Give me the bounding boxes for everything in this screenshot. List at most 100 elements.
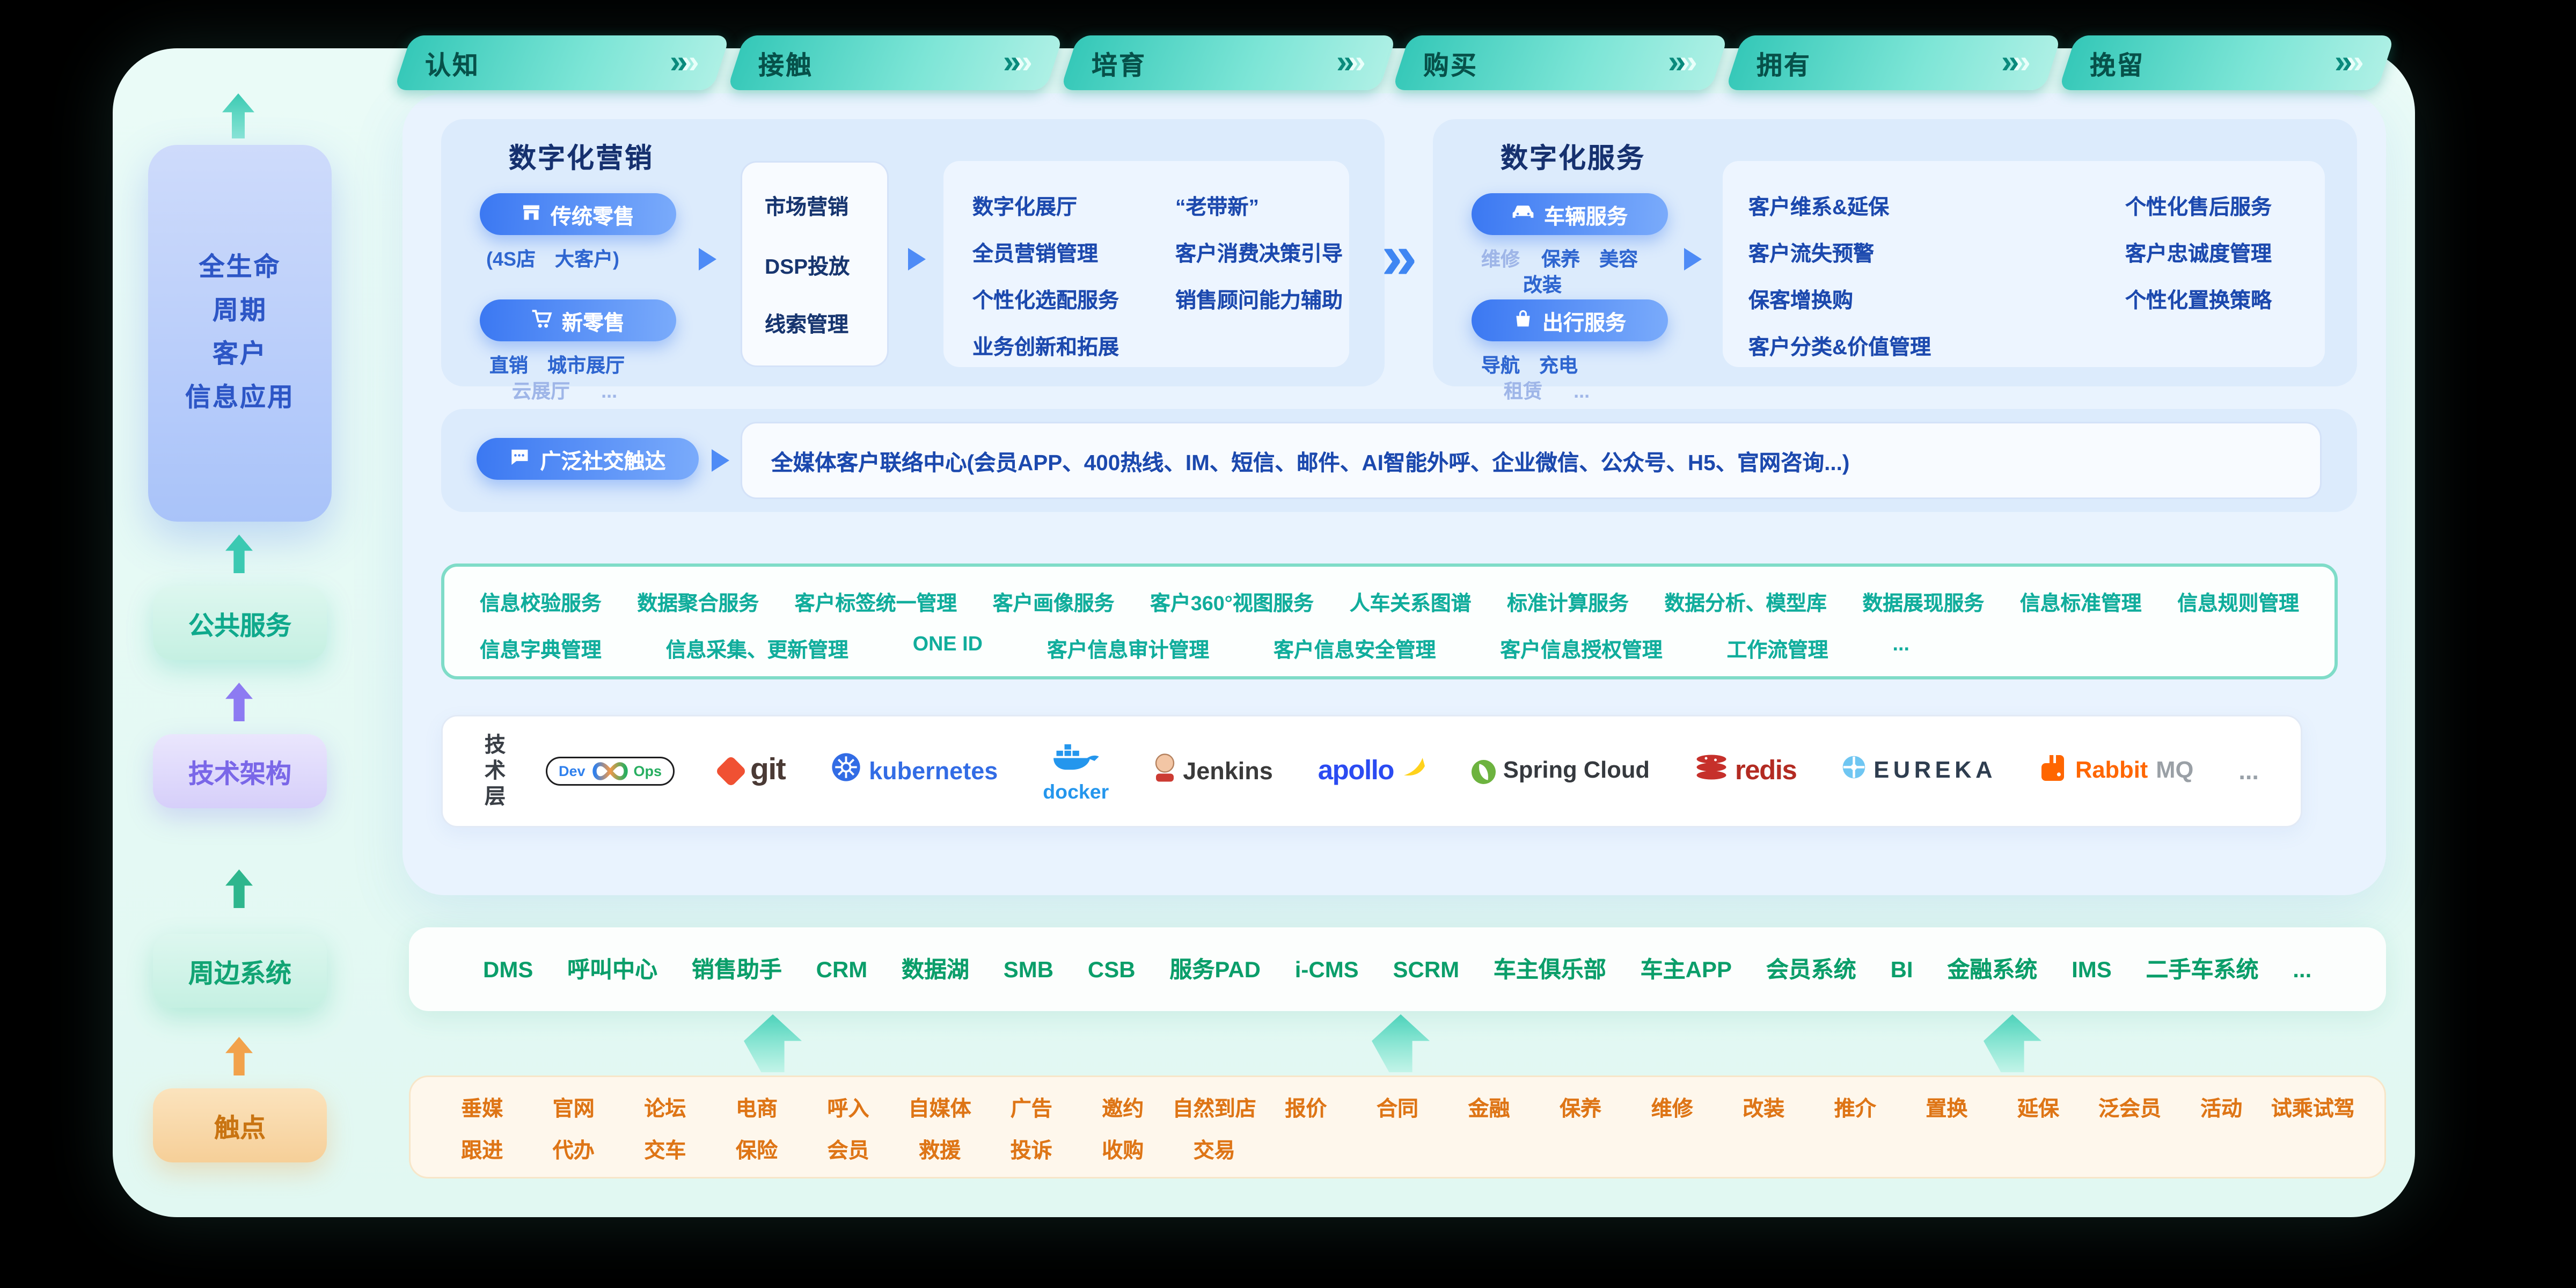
touchpoint-item: 泛会员 <box>2098 1096 2162 1121</box>
public-service-item: 信息采集、更新管理 <box>665 639 848 662</box>
stage-tab-label: 购买 <box>1424 53 1479 80</box>
touchpoint-item: 邀约 <box>1102 1096 1144 1121</box>
spring-cloud-wordmark: Spring Cloud <box>1503 758 1650 784</box>
stage-tab-nurture: 培育 »» <box>1059 35 1396 90</box>
social-reach-button: 广泛社交触达 <box>477 438 699 480</box>
stage-tab-retention: 挽留 »» <box>2058 35 2395 90</box>
touchpoint-item: 收购 <box>1102 1138 1144 1162</box>
funnel-step: 市场营销 <box>765 195 849 219</box>
storefront-icon <box>522 202 541 226</box>
docker-wordmark: docker <box>1043 781 1109 803</box>
public-service-item: 客户信息安全管理 <box>1274 639 1436 662</box>
kubernetes-wordmark: kubernetes <box>869 757 998 785</box>
stage-tab-ownership: 拥有 »» <box>1725 35 2062 90</box>
funnel-step: 线索管理 <box>765 312 849 336</box>
git-icon <box>715 755 747 787</box>
touchpoint-item: 代办 <box>552 1138 595 1162</box>
peripheral-system-item: 二手车系统 <box>2146 956 2259 982</box>
service-capability-item: 保客增换购 <box>1748 288 1854 312</box>
kubernetes-icon <box>830 752 861 791</box>
peripheral-system-item: 呼叫中心 <box>567 956 658 982</box>
public-service-item: 数据分析、模型库 <box>1664 592 1827 615</box>
peripheral-system-item: 会员系统 <box>1766 956 1856 982</box>
touchpoint-item: 保养 <box>1560 1096 1602 1121</box>
vehicle-service-button: 车辆服务 <box>1472 193 1668 235</box>
public-service-item: 客户360°视图服务 <box>1150 592 1314 615</box>
touchpoint-item: 活动 <box>2200 1096 2243 1121</box>
peripheral-system-item: ... <box>2293 956 2312 982</box>
chevron-light: » <box>1013 45 1031 80</box>
rabbitmq-wordmark-rabbit: Rabbit <box>2075 758 2148 784</box>
kubernetes-logo: kubernetes <box>830 752 998 791</box>
vehicle-service-sub-line1: 维修 保养 美容 <box>1481 245 1638 272</box>
tech-layer-box: 技术层 Dev Ops git kubernetes <box>441 715 2302 828</box>
devops-pill: Dev Ops <box>546 757 675 786</box>
marketing-capability-item: 业务创新和拓展 <box>972 335 1119 359</box>
social-reach-label: 广泛社交触达 <box>540 448 666 473</box>
marketing-capability-col1: 数字化展厅全员营销管理个性化选配服务业务创新和拓展 <box>972 184 1119 370</box>
cart-icon <box>531 309 552 333</box>
ellipsis: ... <box>1574 380 1590 402</box>
tech-logos: Dev Ops git kubernetes docker <box>546 739 2259 803</box>
arrow-right-icon <box>1684 248 1702 270</box>
services-capability-col2: 个性化售后服务客户忠诚度管理个性化置换策略 <box>2125 184 2272 324</box>
new-retail-sub2-text: 云展厅 <box>512 380 570 402</box>
stage-tab-label: 培育 <box>1091 53 1146 80</box>
arrow-right-icon <box>712 449 729 472</box>
touchpoint-item: 试乘试驾 <box>2271 1096 2355 1121</box>
marketing-capability-item: “老带新” <box>1175 195 1260 219</box>
public-service-item: 工作流管理 <box>1726 639 1828 662</box>
stage-tab-label: 认知 <box>425 53 480 80</box>
peripheral-system-item: 车主APP <box>1640 956 1732 982</box>
peripheral-system-item: SCRM <box>1393 956 1460 982</box>
stage-tab-label: 拥有 <box>1757 53 1812 80</box>
peripheral-system-item: DMS <box>483 956 533 982</box>
service-capability-item: 个性化置换策略 <box>2125 288 2272 312</box>
public-services-row1: 信息校验服务数据聚合服务客户标签统一管理客户画像服务客户360°视图服务人车关系… <box>480 586 2299 617</box>
marketing-capability-item: 销售顾问能力辅助 <box>1175 288 1343 312</box>
digital-marketing-panel: 数字化营销 传统零售 (4S店 大客户) 新零售 直销 城市展厅 云展厅 ...… <box>441 119 1385 402</box>
digital-marketing-title: 数字化营销 <box>509 143 654 174</box>
touchpoints-box: 垂媒官网论坛电商呼入自媒体广告邀约自然到店报价合同金融保养维修改装推介置换延保泛… <box>409 1075 2386 1179</box>
devops-dev-label: Dev <box>559 763 586 779</box>
touchpoint-item: 报价 <box>1285 1096 1327 1121</box>
devops-ops-label: Ops <box>633 763 662 779</box>
chevron-light: » <box>1346 45 1365 80</box>
peripheral-system-item: 服务PAD <box>1169 956 1261 982</box>
apollo-wordmark: apollo <box>1318 755 1395 786</box>
arrow-right-icon <box>699 248 716 270</box>
marketing-capability-item: 个性化选配服务 <box>972 288 1119 312</box>
sidebar-item-tech-architecture: 技术架构 <box>153 734 327 808</box>
new-retail-button: 新零售 <box>480 299 676 341</box>
travel-service-button: 出行服务 <box>1472 299 1668 341</box>
chat-icon <box>509 447 530 471</box>
public-service-item: 数据聚合服务 <box>637 592 759 615</box>
public-service-item: 标准计算服务 <box>1507 592 1629 615</box>
touchpoint-item: 金融 <box>1468 1096 1510 1121</box>
jenkins-wordmark: Jenkins <box>1183 757 1273 785</box>
new-retail-sub-line2: 云展厅 ... <box>512 377 617 404</box>
marketing-capability-item: 客户消费决策引导 <box>1175 241 1343 266</box>
touchpoint-item: 论坛 <box>644 1096 686 1121</box>
lifecycle-line: 全生命 <box>199 254 281 282</box>
touchpoint-item: 垂媒 <box>461 1096 503 1121</box>
devops-logo: Dev Ops <box>546 757 675 786</box>
service-capability-item: 客户流失预警 <box>1748 241 1875 266</box>
peripheral-system-item: 金融系统 <box>1947 956 2038 982</box>
public-service-item: 信息字典管理 <box>480 639 602 662</box>
traditional-retail-label: 传统零售 <box>550 203 634 228</box>
eureka-logo: EUREKA <box>1841 755 1996 787</box>
travel-service-label: 出行服务 <box>1542 310 1626 334</box>
chevron-light: » <box>1679 45 1697 80</box>
sidebar-item-touchpoints: 触点 <box>153 1088 327 1162</box>
vehicle-sub-muted: 维修 <box>1481 248 1520 270</box>
touchpoint-item: 跟进 <box>461 1138 503 1162</box>
services-capability-box: 客户维系&延保客户流失预警保客增换购客户分类&价值管理 个性化售后服务客户忠诚度… <box>1723 161 2325 367</box>
peripheral-system-item: 车主俱乐部 <box>1493 956 1606 982</box>
new-retail-label: 新零售 <box>561 310 625 334</box>
